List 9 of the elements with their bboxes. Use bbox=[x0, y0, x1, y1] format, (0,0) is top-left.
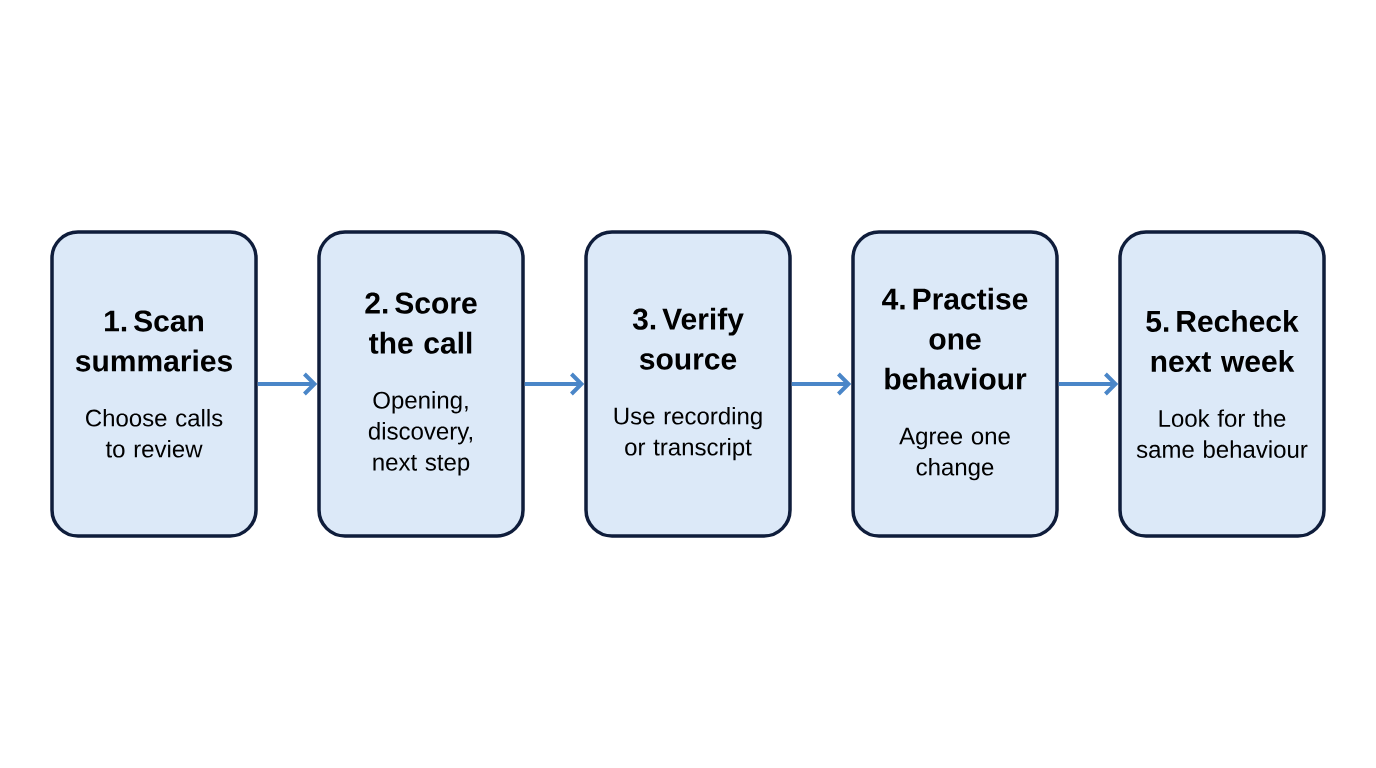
arrow bbox=[1058, 372, 1119, 396]
arrow bbox=[524, 372, 585, 396]
arrow bbox=[791, 372, 852, 396]
step-box: 4. Practise one behaviour Agree one change bbox=[851, 230, 1059, 538]
step-box: 1. Scan summaries Choose calls to review bbox=[50, 230, 258, 538]
arrow bbox=[257, 372, 318, 396]
step-box: 5. Recheck next week Look for the same behaviour bbox=[1118, 230, 1326, 538]
step-box: 2. Score the call Opening, discovery, next step bbox=[317, 230, 525, 538]
step-box: 3. Verify source Use recording or transcript bbox=[584, 230, 792, 538]
